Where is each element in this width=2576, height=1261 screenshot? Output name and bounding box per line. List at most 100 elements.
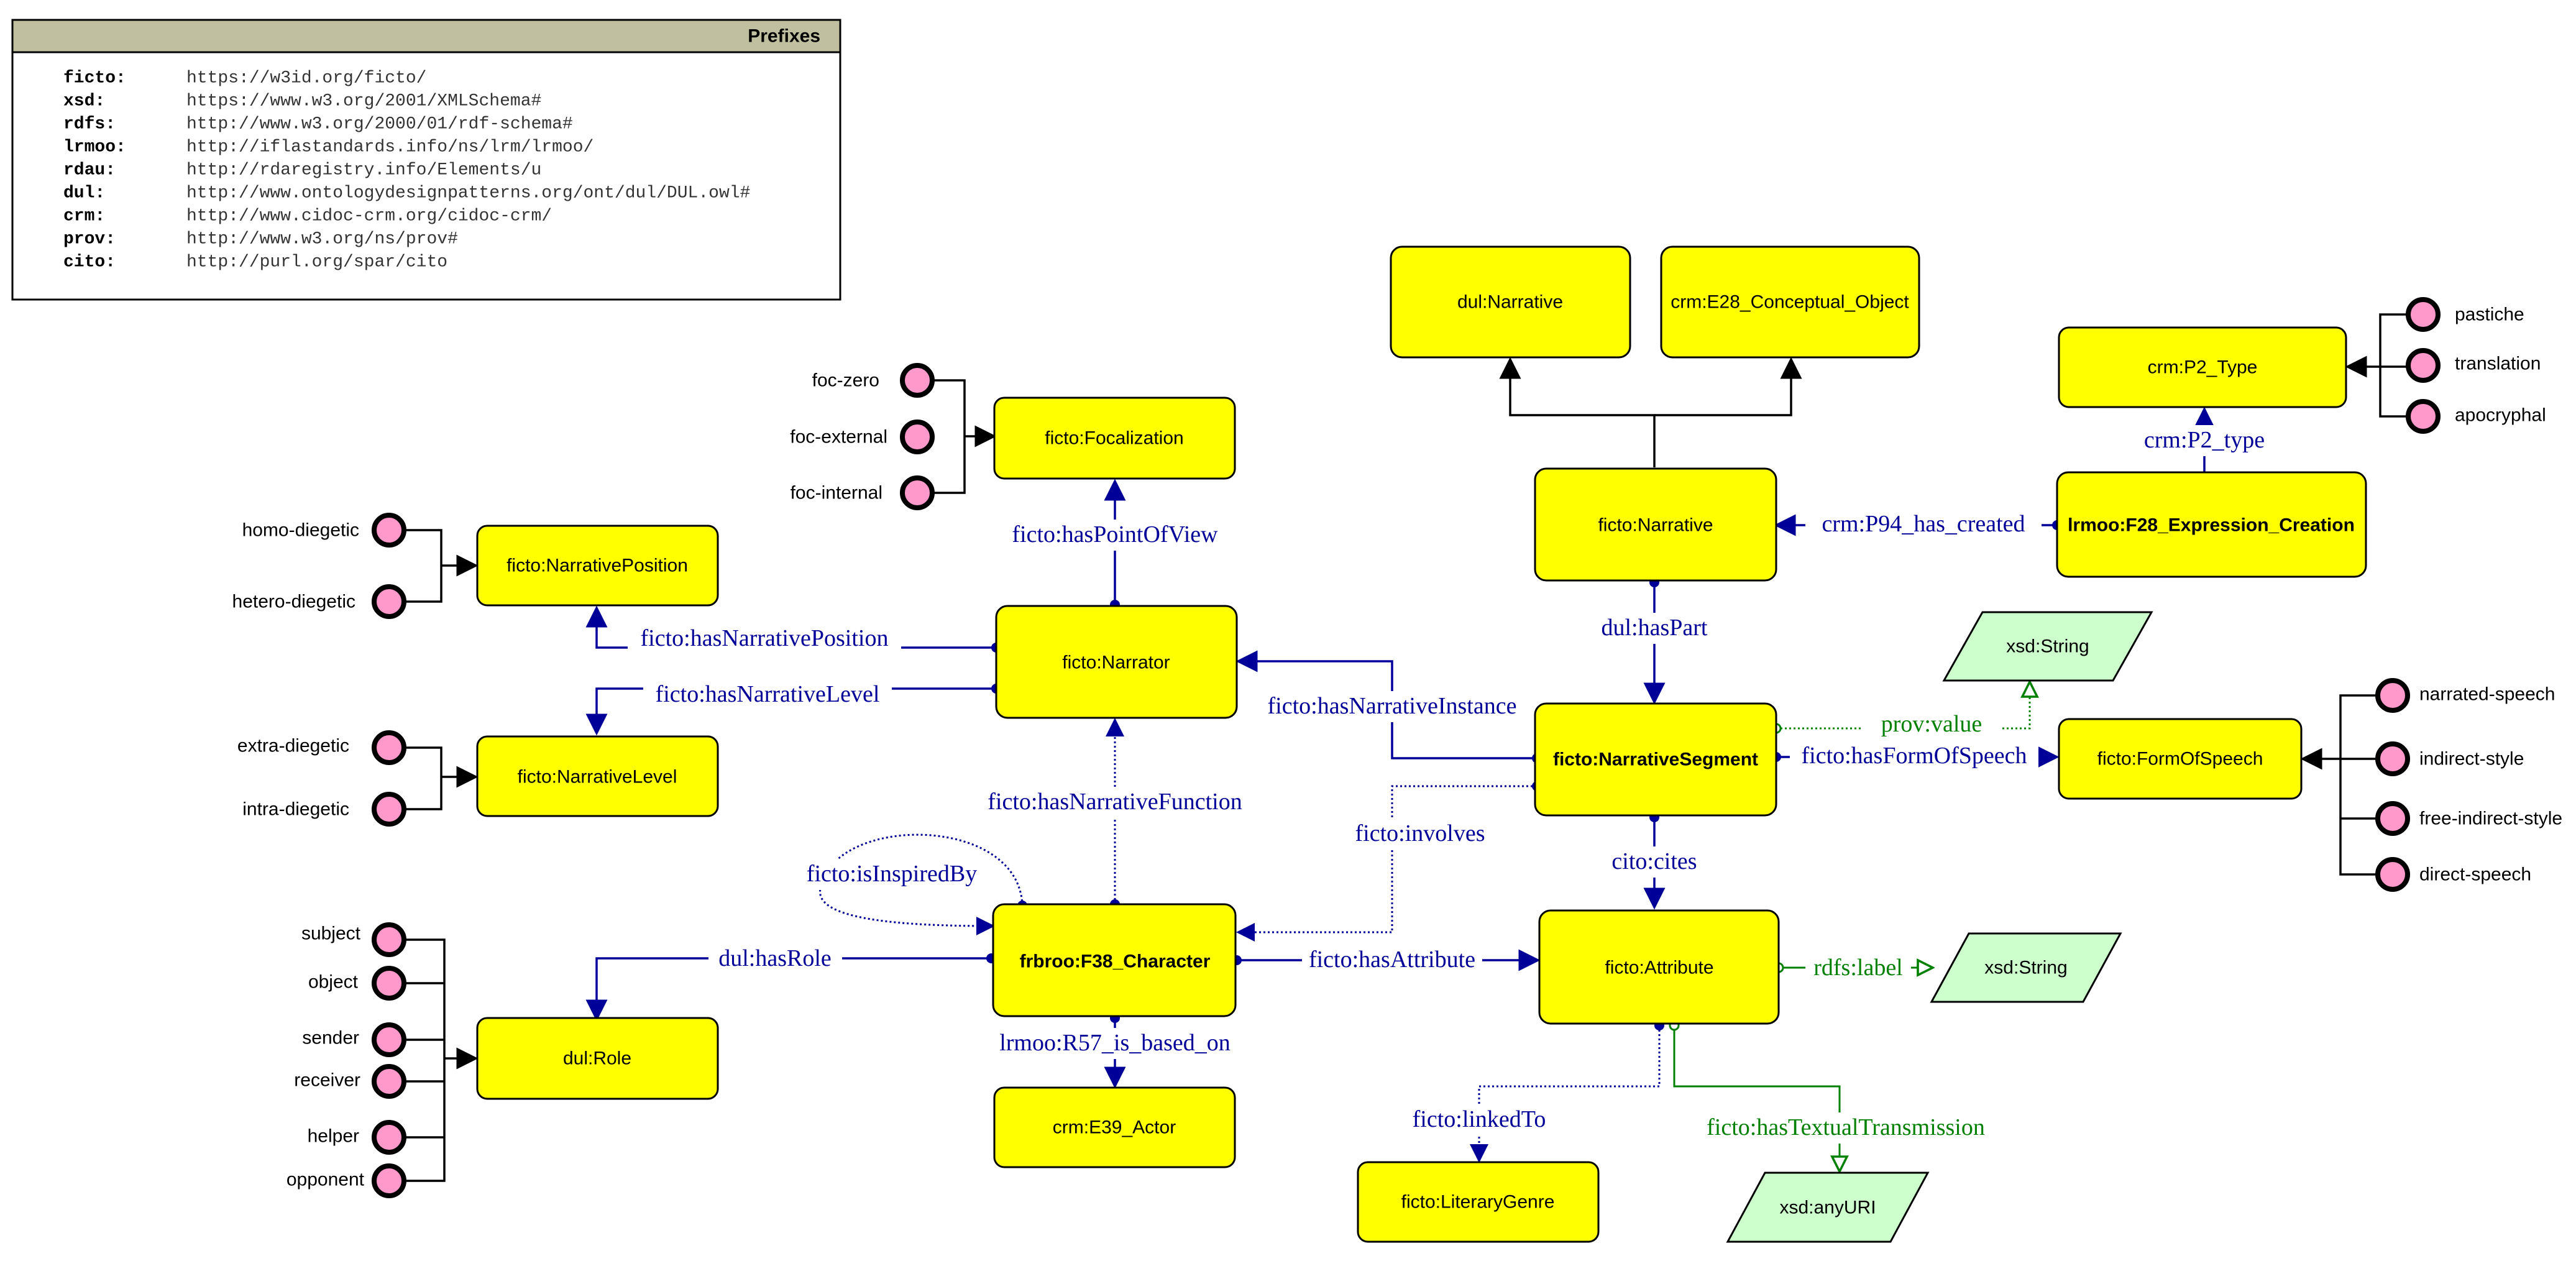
class-focalization[interactable]: ficto:Focalization bbox=[993, 397, 1236, 480]
prefix-row: crm: http://www.cidoc-crm.org/cidoc-crm/ bbox=[63, 207, 552, 226]
edge-has-role bbox=[585, 957, 991, 1022]
prefix-row: rdfs: http://www.w3.org/2000/01/rdf-sche… bbox=[63, 115, 573, 134]
label-rdfs-label: rdfs:label bbox=[1813, 955, 1903, 981]
individual-homo-diegetic[interactable]: homo-diegetic bbox=[242, 513, 406, 548]
edge-speech-individuals bbox=[2303, 694, 2377, 876]
class-label: ficto:LiteraryGenre bbox=[1401, 1192, 1555, 1213]
literal-label: xsd:anyURI bbox=[1779, 1198, 1876, 1218]
class-actor[interactable]: crm:E39_Actor bbox=[993, 1086, 1236, 1168]
class-label: ficto:NarrativeSegment bbox=[1553, 750, 1758, 770]
individual-opponent[interactable]: opponent bbox=[286, 1163, 406, 1198]
edge-foc-individuals bbox=[932, 379, 994, 494]
class-narrator[interactable]: ficto:Narrator bbox=[995, 605, 1238, 719]
label-has-role: dul:hasRole bbox=[718, 945, 832, 971]
individual-label: pastiche bbox=[2455, 305, 2524, 325]
individual-label: homo-diegetic bbox=[242, 520, 359, 541]
individual-sender[interactable]: sender bbox=[302, 1022, 406, 1057]
individual-foc-external[interactable]: foc-external bbox=[790, 420, 935, 454]
label-has-part: dul:hasPart bbox=[1602, 615, 1708, 641]
individual-label: foc-zero bbox=[812, 370, 879, 391]
prefix-uri: http://iflastandards.info/ns/lrm/lrmoo/ bbox=[186, 138, 594, 157]
edge-has-textual-transmission bbox=[1673, 1025, 1840, 1172]
edge-subclass-e28 bbox=[1654, 357, 1802, 416]
individual-translation[interactable]: translation bbox=[2406, 348, 2541, 383]
label-prov-value: prov:value bbox=[1881, 711, 1982, 737]
class-narrative-position[interactable]: ficto:NarrativePosition bbox=[476, 525, 719, 607]
class-label: lrmoo:F28_Expression_Creation bbox=[2068, 515, 2355, 536]
class-label: frbroo:F38_Character bbox=[1020, 951, 1211, 972]
individual-label: helper bbox=[308, 1126, 359, 1147]
edge-labels: ficto:hasPointOfView ficto:hasNarrativeP… bbox=[628, 425, 2276, 1144]
individual-narrated-speech[interactable]: narrated-speech bbox=[2375, 678, 2555, 713]
individual-foc-zero[interactable]: foc-zero bbox=[812, 363, 935, 398]
class-ficto-narrative[interactable]: ficto:Narrative bbox=[1534, 467, 1777, 582]
individual-intra-diegetic[interactable]: intra-diegetic bbox=[242, 792, 406, 827]
class-label: ficto:Narrator bbox=[1062, 653, 1170, 673]
class-role[interactable]: dul:Role bbox=[476, 1017, 719, 1100]
literal-label: xsd:String bbox=[2006, 636, 2089, 657]
literal-xsd-anyuri[interactable]: xsd:anyURI bbox=[1726, 1172, 1930, 1243]
individual-indirect-style[interactable]: indirect-style bbox=[2375, 741, 2524, 776]
individual-label: receiver bbox=[294, 1070, 360, 1091]
prefix-row: cito: http://purl.org/spar/cito bbox=[63, 253, 447, 272]
literal-label: xsd:String bbox=[1984, 958, 2067, 978]
individual-label: free-indirect-style bbox=[2419, 809, 2562, 829]
class-crm-e28[interactable]: crm:E28_Conceptual_Object bbox=[1660, 245, 1920, 359]
class-label: ficto:Attribute bbox=[1605, 958, 1713, 978]
label-cites: cito:cites bbox=[1611, 848, 1697, 874]
label-has-narrative-position: ficto:hasNarrativePosition bbox=[641, 625, 889, 651]
individual-label: direct-speech bbox=[2419, 864, 2531, 885]
prefix-uri: http://rdaregistry.info/Elements/u bbox=[186, 161, 541, 180]
individual-hetero-diegetic[interactable]: hetero-diegetic bbox=[232, 584, 406, 619]
label-has-form-of-speech: ficto:hasFormOfSpeech bbox=[1801, 743, 2027, 769]
class-narrative-segment[interactable]: ficto:NarrativeSegment bbox=[1534, 702, 1777, 817]
individual-free-indirect-style[interactable]: free-indirect-style bbox=[2375, 801, 2562, 836]
class-literary-genre[interactable]: ficto:LiteraryGenre bbox=[1357, 1161, 1600, 1243]
edge-level-individuals bbox=[390, 746, 476, 810]
prefix-row: lrmoo: http://iflastandards.info/ns/lrm/… bbox=[63, 138, 594, 157]
edge-role-individuals bbox=[390, 938, 476, 1182]
prefix-uri: http://www.w3.org/2000/01/rdf-schema# bbox=[186, 115, 573, 134]
prefixes-panel: Prefixes ficto: https://w3id.org/ficto/ … bbox=[11, 19, 841, 301]
class-label: ficto:FormOfSpeech bbox=[2097, 749, 2263, 769]
class-form-of-speech[interactable]: ficto:FormOfSpeech bbox=[2058, 718, 2303, 800]
individual-receiver[interactable]: receiver bbox=[294, 1064, 406, 1099]
individual-label: hetero-diegetic bbox=[232, 592, 355, 612]
individual-foc-internal[interactable]: foc-internal bbox=[791, 475, 935, 510]
literal-xsd-string-prov[interactable]: xsd:String bbox=[1942, 611, 2153, 682]
edge-linked-to bbox=[1470, 1025, 1661, 1163]
edge-position-individuals bbox=[390, 529, 476, 603]
edge-involves bbox=[1236, 785, 1537, 942]
individual-extra-diegetic[interactable]: extra-diegetic bbox=[237, 730, 406, 765]
class-label: dul:Narrative bbox=[1457, 292, 1563, 313]
individual-apocryphal[interactable]: apocryphal bbox=[2406, 399, 2546, 434]
individual-label: indirect-style bbox=[2419, 749, 2524, 769]
prefix-uri: http://purl.org/spar/cito bbox=[186, 253, 447, 272]
literal-nodes: xsd:String xsd:String xsd:anyURI bbox=[1726, 611, 2153, 1243]
class-expression-creation[interactable]: lrmoo:F28_Expression_Creation bbox=[2056, 471, 2367, 578]
class-label: crm:E28_Conceptual_Object bbox=[1671, 292, 1909, 313]
class-attribute[interactable]: ficto:Attribute bbox=[1538, 909, 1780, 1025]
label-has-narrative-function: ficto:hasNarrativeFunction bbox=[988, 789, 1242, 815]
label-has-attribute: ficto:hasAttribute bbox=[1309, 947, 1475, 973]
literal-xsd-string-label[interactable]: xsd:String bbox=[1930, 932, 2122, 1003]
prefix-uri: http://www.ontologydesignpatterns.org/on… bbox=[186, 184, 750, 203]
class-crm-p2-type[interactable]: crm:P2_Type bbox=[2058, 326, 2347, 408]
individual-object[interactable]: object bbox=[308, 966, 406, 1001]
class-label: ficto:Narrative bbox=[1598, 515, 1713, 536]
prefix-row: xsd: https://www.w3.org/2001/XMLSchema# bbox=[63, 92, 541, 111]
class-dul-narrative[interactable]: dul:Narrative bbox=[1390, 245, 1631, 359]
label-is-based-on: lrmoo:R57_is_based_on bbox=[999, 1030, 1231, 1056]
individual-direct-speech[interactable]: direct-speech bbox=[2375, 857, 2531, 892]
class-label: ficto:NarrativeLevel bbox=[518, 767, 677, 787]
class-character[interactable]: frbroo:F38_Character bbox=[992, 903, 1237, 1017]
label-has-narrative-level: ficto:hasNarrativeLevel bbox=[656, 681, 880, 707]
edge-type-individuals bbox=[2347, 313, 2408, 418]
individual-subject[interactable]: subject bbox=[301, 922, 406, 957]
individual-label: foc-internal bbox=[791, 483, 882, 503]
individual-pastiche[interactable]: pastiche bbox=[2406, 297, 2524, 332]
prefix-row: rdau: http://rdaregistry.info/Elements/u bbox=[63, 161, 541, 180]
individual-helper[interactable]: helper bbox=[308, 1120, 406, 1155]
class-narrative-level[interactable]: ficto:NarrativeLevel bbox=[476, 735, 719, 817]
